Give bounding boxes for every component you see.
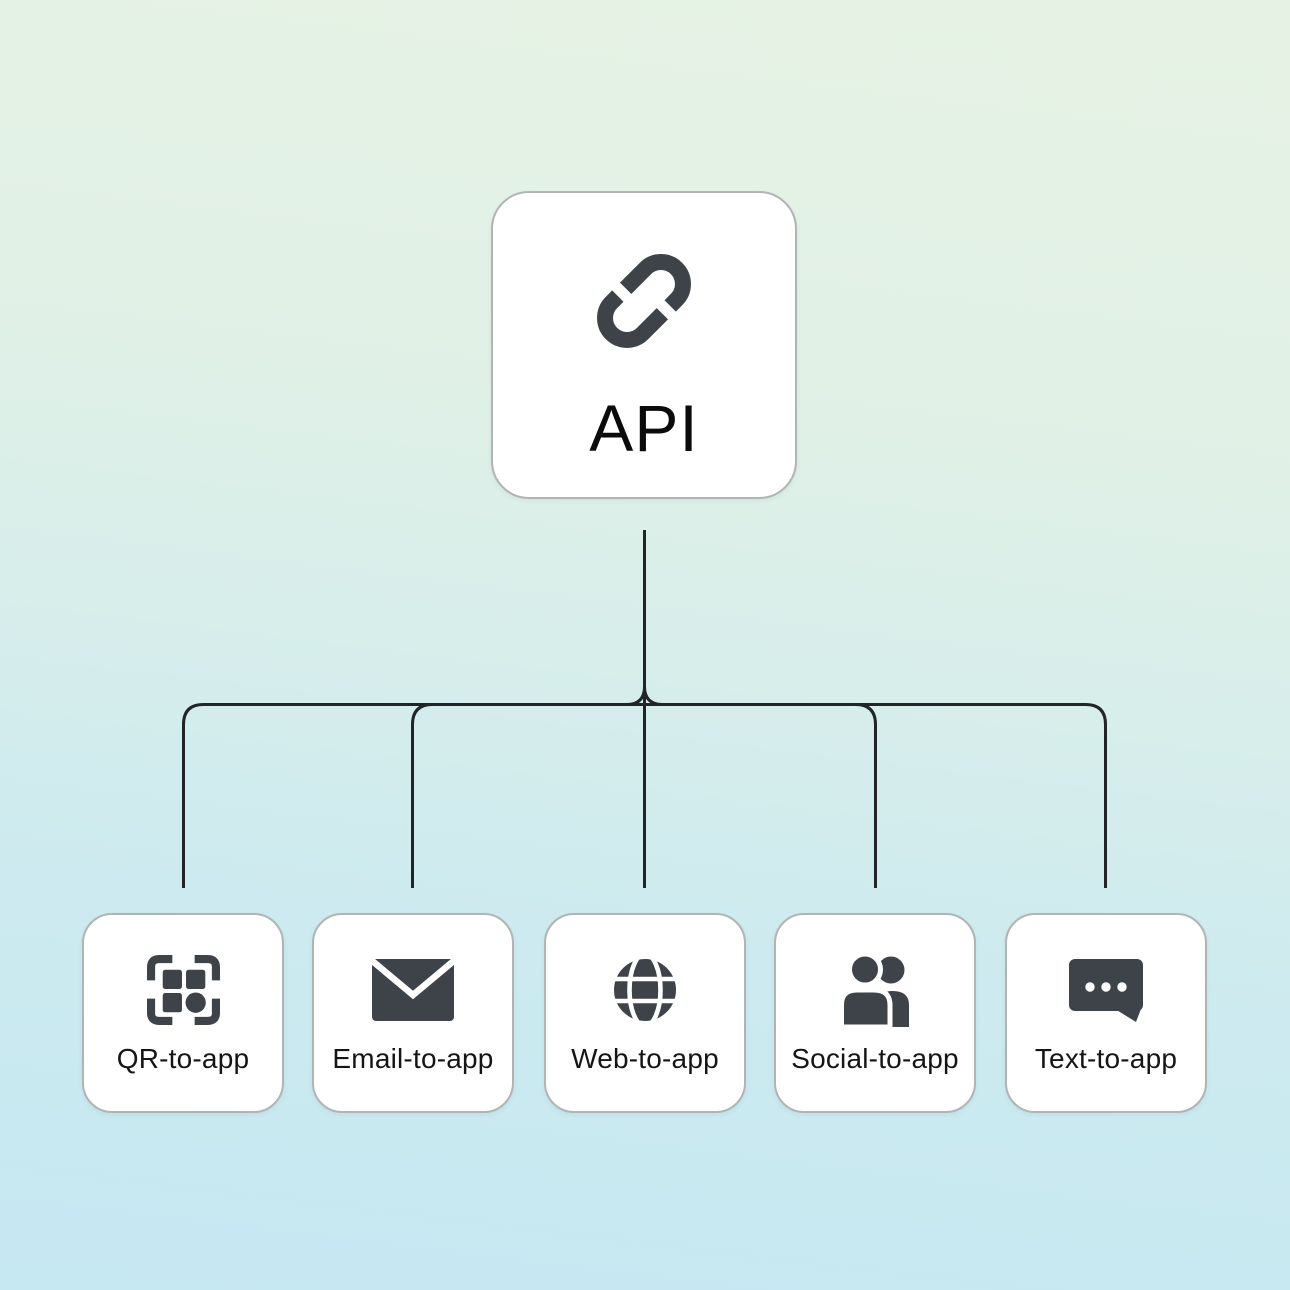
people-icon xyxy=(840,952,910,1027)
link-icon xyxy=(583,239,705,363)
node-web-to-app: Web-to-app xyxy=(544,913,746,1113)
qr-code-icon xyxy=(146,952,220,1027)
node-social-to-app: Social-to-app xyxy=(774,913,976,1113)
node-email-to-app-label: Email-to-app xyxy=(332,1043,494,1074)
email-icon xyxy=(371,952,455,1027)
node-api-label: API xyxy=(589,391,699,465)
node-web-to-app-label: Web-to-app xyxy=(571,1043,719,1074)
node-api: API xyxy=(491,191,797,499)
node-text-to-app: Text-to-app xyxy=(1005,913,1207,1113)
node-qr-to-app-label: QR-to-app xyxy=(116,1043,250,1074)
node-text-to-app-label: Text-to-app xyxy=(1034,1043,1178,1074)
node-qr-to-app: QR-to-app xyxy=(82,913,284,1113)
node-social-to-app-label: Social-to-app xyxy=(791,1043,959,1074)
chat-bubble-icon xyxy=(1068,952,1144,1027)
node-email-to-app: Email-to-app xyxy=(312,913,514,1113)
globe-icon xyxy=(611,952,679,1027)
